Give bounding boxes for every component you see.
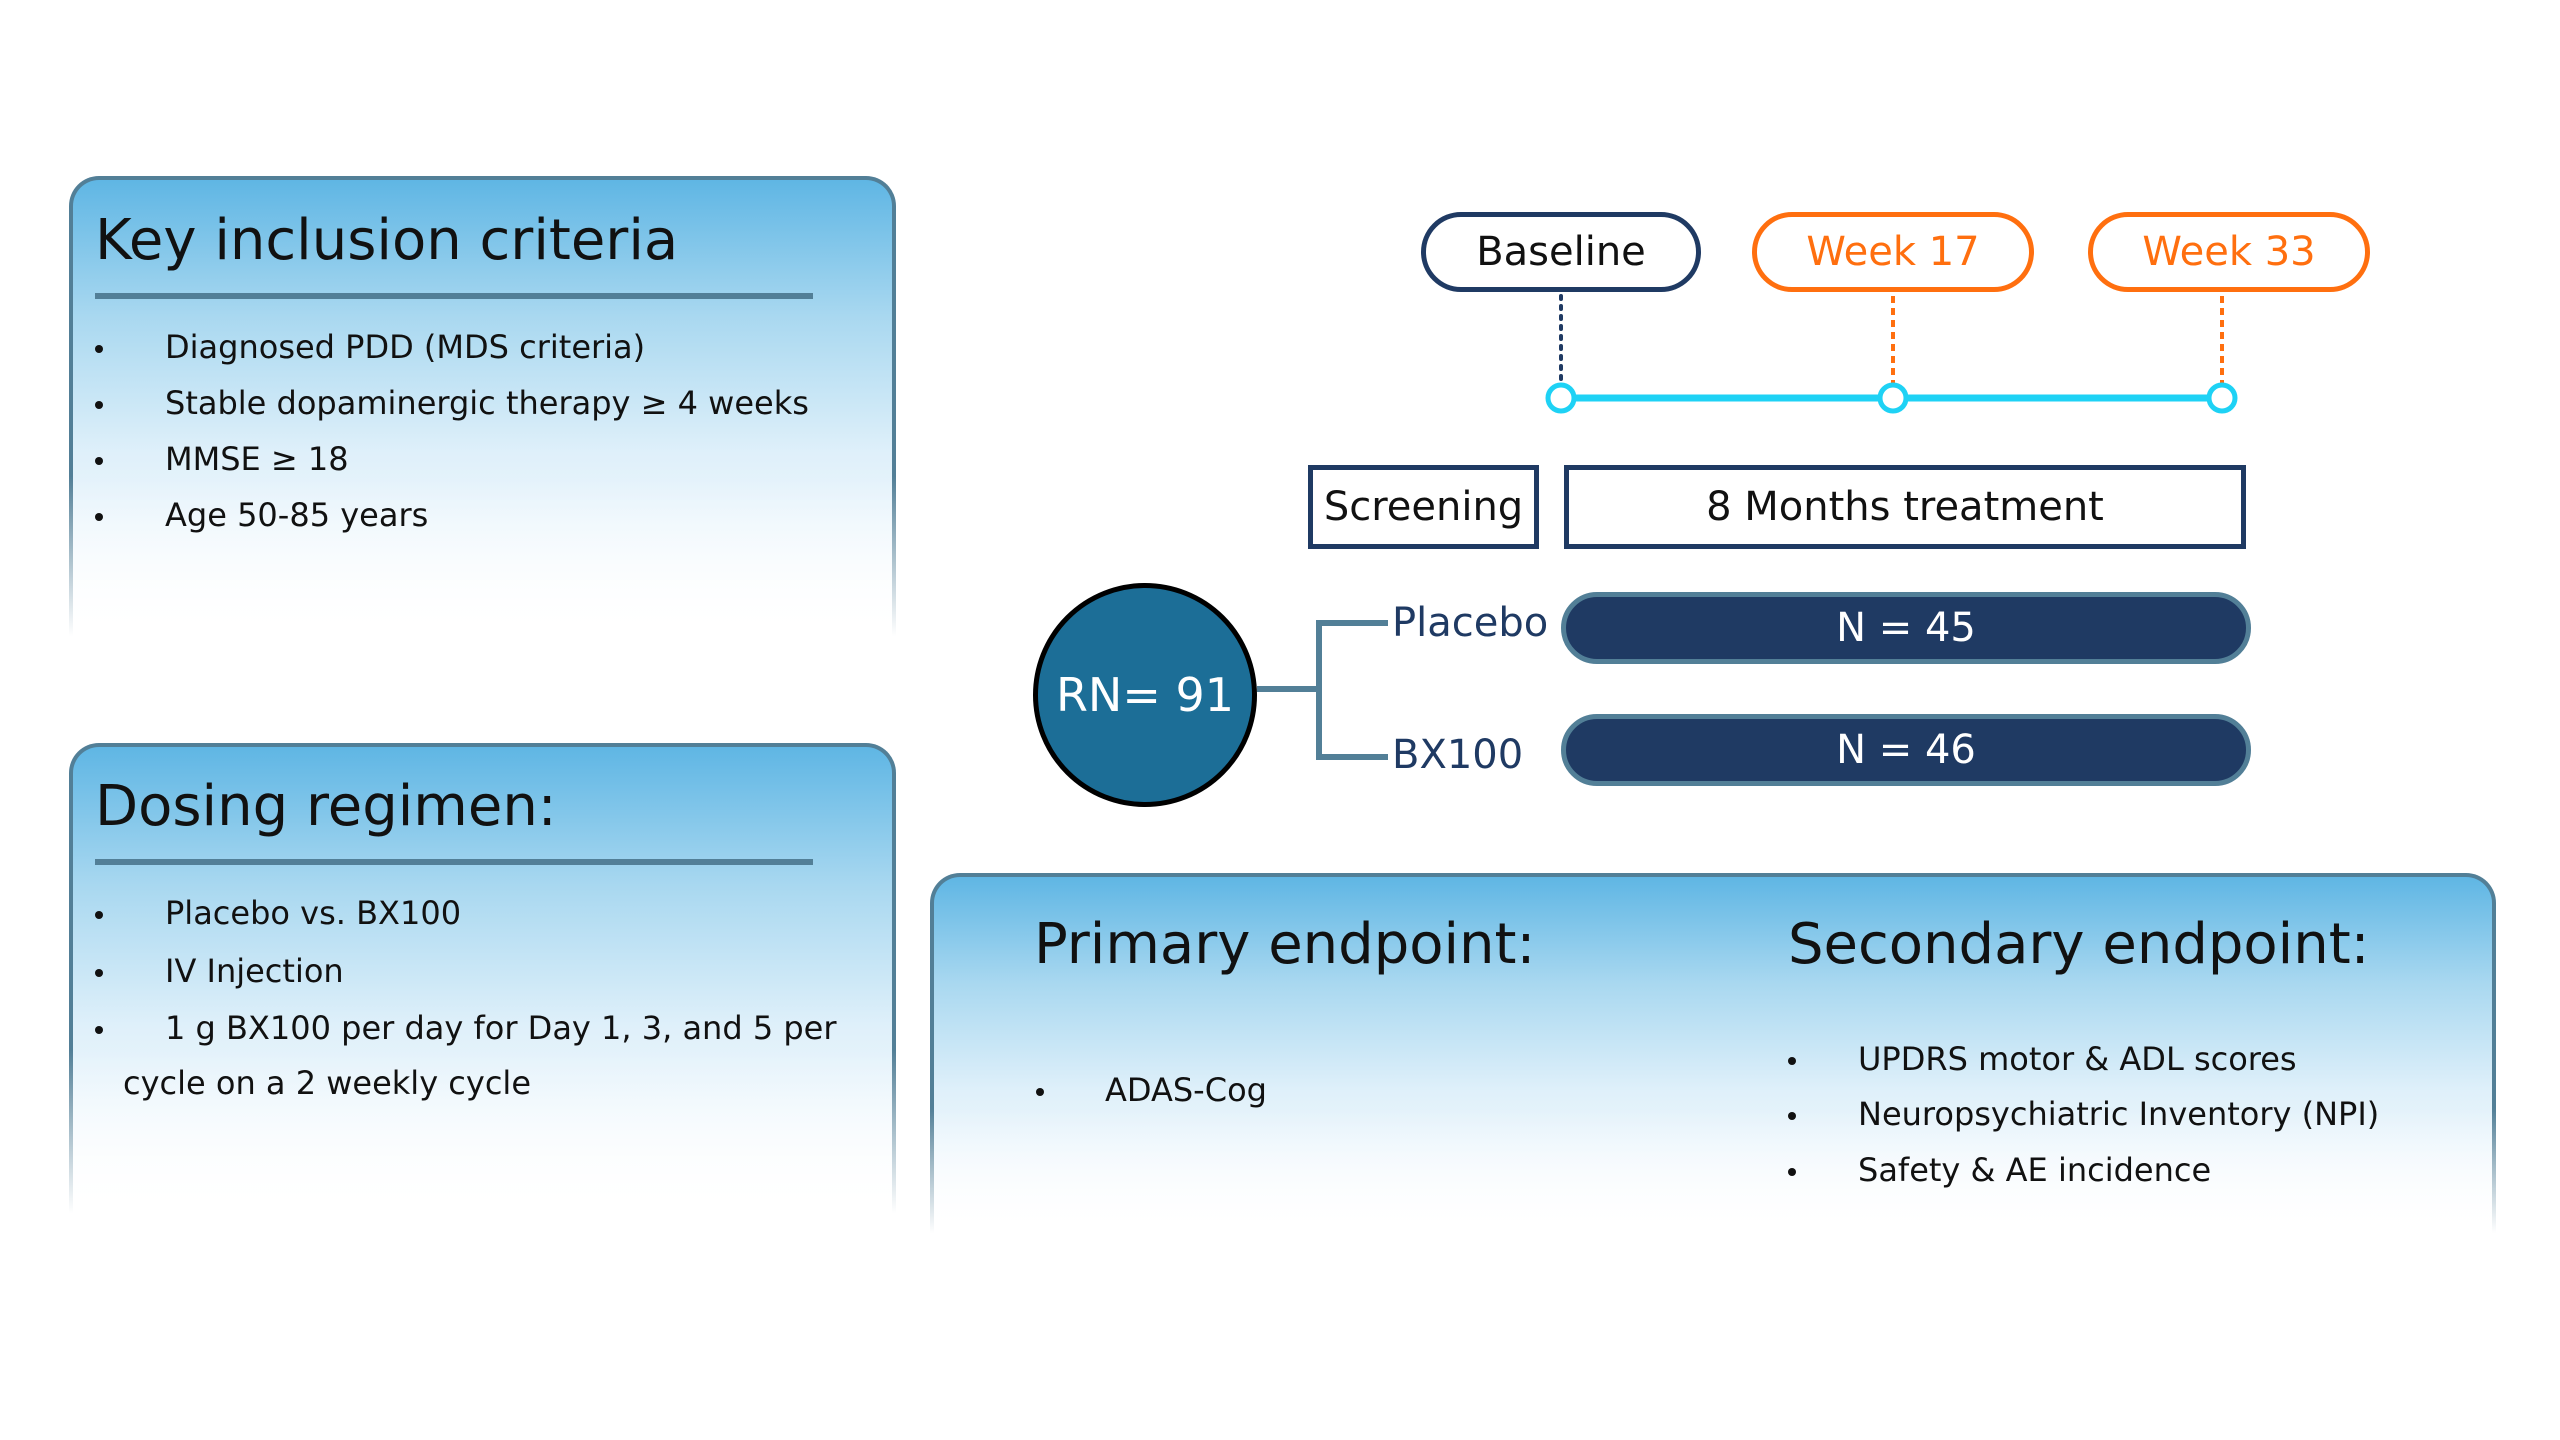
branch-stem [1257, 686, 1321, 692]
bullet-icon [1788, 1168, 1796, 1176]
timeline-axis [1545, 294, 2238, 414]
milestone-week-33: Week 33 [2088, 212, 2370, 292]
primary-endpoint-title: Primary endpoint: [1034, 912, 1536, 977]
phase-treatment: 8 Months treatment [1564, 465, 2246, 549]
primary-endpoint-item: ADAS-Cog [1105, 1071, 1267, 1109]
branch-vertical [1316, 620, 1322, 760]
bullet-icon [1036, 1088, 1044, 1096]
inclusion-item: Age 50-85 years [165, 496, 429, 534]
bullet-icon [95, 457, 103, 465]
randomized-total: RN= 91 [1033, 583, 1257, 807]
inclusion-item: Diagnosed PDD (MDS criteria) [165, 328, 646, 366]
arm-size-bx100: N = 46 [1561, 714, 2251, 786]
inclusion-divider [95, 293, 813, 299]
bullet-icon [95, 513, 103, 521]
bullet-icon [95, 345, 103, 353]
phase-screening: Screening [1308, 465, 1539, 549]
endpoints-card [930, 873, 2496, 1233]
secondary-endpoint-title: Secondary endpoint: [1788, 912, 2370, 977]
inclusion-title: Key inclusion criteria [95, 208, 679, 273]
secondary-endpoint-item: Safety & AE incidence [1858, 1151, 2212, 1189]
bullet-icon [1788, 1057, 1796, 1065]
timeline-node-week17 [1877, 382, 1909, 414]
milestone-baseline: Baseline [1421, 212, 1701, 292]
bullet-icon [95, 969, 103, 977]
arm-label-bx100: BX100 [1392, 732, 1524, 778]
secondary-endpoint-item: Neuropsychiatric Inventory (NPI) [1858, 1095, 2380, 1133]
branch-placebo [1316, 620, 1388, 626]
dosing-item-continuation: cycle on a 2 weekly cycle [123, 1064, 531, 1102]
dosing-divider [95, 859, 813, 865]
bullet-icon [1788, 1112, 1796, 1120]
bullet-icon [95, 911, 103, 919]
dosing-title: Dosing regimen: [95, 774, 557, 839]
arm-size-placebo: N = 45 [1561, 592, 2251, 664]
inclusion-item: MMSE ≥ 18 [165, 440, 349, 478]
inclusion-criteria-card [69, 176, 896, 636]
secondary-endpoint-item: UPDRS motor & ADL scores [1858, 1040, 2297, 1078]
branch-bx100 [1316, 754, 1388, 760]
bullet-icon [95, 401, 103, 409]
inclusion-item: Stable dopaminergic therapy ≥ 4 weeks [165, 384, 809, 422]
dosing-regimen-card [69, 743, 896, 1213]
milestone-week-17: Week 17 [1752, 212, 2034, 292]
bullet-icon [95, 1026, 103, 1034]
arm-label-placebo: Placebo [1392, 600, 1549, 646]
timeline-node-baseline [1545, 382, 1577, 414]
dosing-item: Placebo vs. BX100 [165, 894, 462, 932]
dosing-item: 1 g BX100 per day for Day 1, 3, and 5 pe… [165, 1009, 837, 1047]
timeline-node-week33 [2206, 382, 2238, 414]
dosing-item: IV Injection [165, 952, 344, 990]
